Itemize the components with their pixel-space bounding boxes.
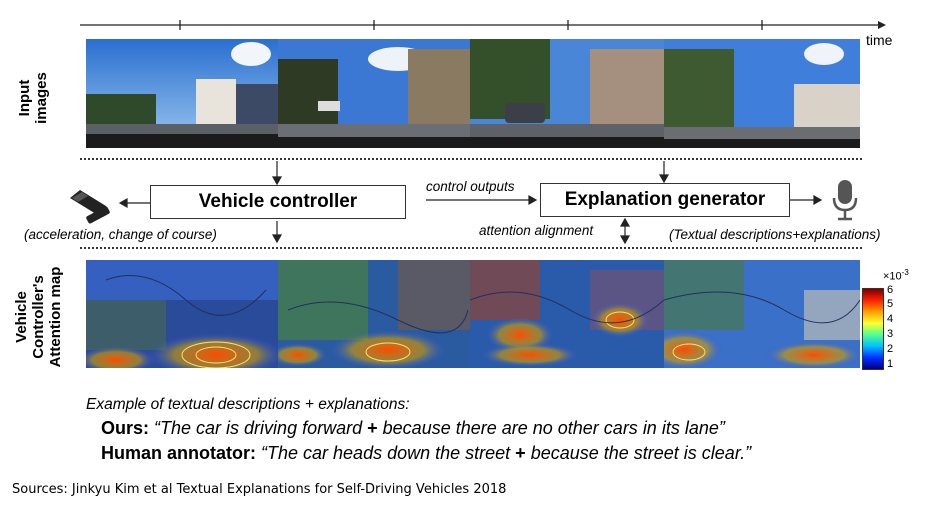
attention-map-frame-1 — [86, 260, 278, 368]
human-label: Human annotator: — [101, 443, 256, 463]
attention-map-frame-2 — [278, 260, 470, 368]
colorbar-tick-1: 1 — [887, 358, 894, 370]
example-human: Human annotator: “The car heads down the… — [101, 443, 751, 464]
colorbar — [862, 288, 884, 370]
attention-map-frame-3 — [470, 260, 664, 368]
example-heading: Example of textual descriptions + explan… — [86, 396, 410, 413]
input-image-frame-2 — [278, 39, 470, 148]
colorbar-ticks: 6 5 4 3 2 1 — [887, 284, 907, 372]
example-ours: Ours: “The car is driving forward + beca… — [101, 418, 725, 439]
vehicle-controller-box: Vehicle controller — [150, 185, 406, 219]
attention-map-frame-4 — [664, 260, 860, 368]
control-outputs-label: control outputs — [426, 179, 515, 194]
dotted-separator-top — [80, 158, 862, 160]
colorbar-tick-3: 3 — [887, 328, 894, 340]
left-caption: (acceleration, change of course) — [24, 227, 217, 242]
explanation-generator-box: Explanation generator — [540, 183, 790, 217]
colorbar-tick-6: 6 — [887, 284, 894, 296]
right-caption: (Textual descriptions+explanations) — [669, 227, 881, 242]
ours-label: Ours: — [101, 418, 150, 438]
source-citation: Sources: Jinkyu Kim et al Textual Explan… — [12, 482, 507, 497]
ours-description: “The car is driving forward — [154, 418, 363, 438]
colorbar-tick-4: 4 — [887, 313, 894, 325]
vehicle-controller-label: Vehicle controller — [198, 191, 358, 212]
input-image-frame-3 — [470, 39, 664, 148]
human-description: “The car heads down the street — [261, 443, 511, 463]
ours-explanation: because there are no other cars in its l… — [382, 418, 725, 438]
human-explanation: because the street is clear.” — [530, 443, 752, 463]
dotted-separator-bottom — [80, 247, 862, 249]
colorbar-tick-5: 5 — [887, 298, 894, 310]
explanation-generator-label: Explanation generator — [564, 189, 766, 210]
timeline — [80, 20, 886, 30]
attention-alignment-label: attention alignment — [479, 223, 594, 238]
ours-plus: + — [367, 418, 378, 438]
attention-map-label: Vehicle Controller's Attention map — [13, 266, 64, 368]
colorbar-tick-2: 2 — [887, 343, 894, 355]
pedal-icon — [70, 190, 110, 224]
flow-arrows — [118, 161, 823, 245]
microphone-icon — [832, 180, 858, 221]
input-image-frame-1 — [86, 39, 278, 148]
human-plus: + — [515, 443, 526, 463]
colorbar-exponent: ×10-3 — [883, 268, 909, 283]
time-label: time — [866, 32, 893, 48]
input-image-frame-4 — [664, 39, 860, 148]
